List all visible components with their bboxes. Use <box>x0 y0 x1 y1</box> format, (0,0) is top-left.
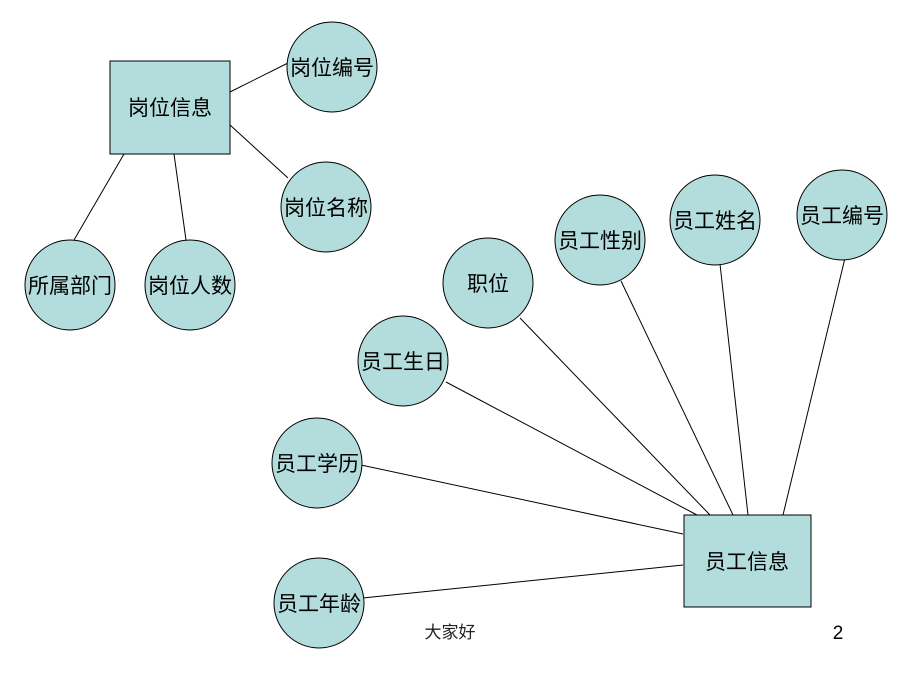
attr-headcount-label: 岗位人数 <box>148 274 232 298</box>
edge-name <box>719 263 749 516</box>
footer-caption: 大家好 <box>425 623 476 643</box>
attr-job-title[interactable]: 职位 <box>442 237 534 329</box>
attr-name-label: 员工姓名 <box>673 209 757 233</box>
edge-post-name <box>229 124 289 179</box>
attr-post-id-label: 岗位编号 <box>290 56 374 80</box>
edge-education <box>360 464 684 535</box>
edge-employee-id <box>782 257 846 516</box>
attr-age-label: 员工年龄 <box>277 592 361 616</box>
attr-education-label: 员工学历 <box>275 452 359 476</box>
attr-job-title-label: 职位 <box>467 272 509 296</box>
attr-department[interactable]: 所属部门 <box>24 239 116 331</box>
attr-post-name[interactable]: 岗位名称 <box>280 161 372 253</box>
attr-gender-label: 员工性别 <box>558 229 642 253</box>
edge-birthday <box>445 381 698 516</box>
attr-headcount[interactable]: 岗位人数 <box>144 239 236 331</box>
attr-age[interactable]: 员工年龄 <box>273 557 365 649</box>
edge-department <box>73 153 125 241</box>
edge-job-title <box>519 317 711 516</box>
attr-gender[interactable]: 员工性别 <box>554 194 646 286</box>
attr-employee-id[interactable]: 员工编号 <box>796 169 888 261</box>
attr-education[interactable]: 员工学历 <box>271 417 363 509</box>
attr-employee-id-label: 员工编号 <box>800 204 884 228</box>
entity-employee[interactable]: 员工信息 <box>683 514 812 608</box>
attr-birthday[interactable]: 员工生日 <box>357 315 449 407</box>
attr-name[interactable]: 员工姓名 <box>669 174 761 266</box>
entity-position-label: 岗位信息 <box>128 96 212 120</box>
attr-post-id[interactable]: 岗位编号 <box>286 21 378 113</box>
attr-department-label: 所属部门 <box>28 274 112 298</box>
attr-birthday-label: 员工生日 <box>361 350 445 374</box>
entity-position[interactable]: 岗位信息 <box>109 60 231 155</box>
attr-post-name-label: 岗位名称 <box>284 196 368 220</box>
edge-gender <box>620 280 734 516</box>
edge-headcount <box>173 153 187 241</box>
edge-post-id <box>229 62 289 93</box>
entity-employee-label: 员工信息 <box>705 550 789 574</box>
page-number: 2 <box>833 623 844 644</box>
edge-age <box>362 564 684 599</box>
